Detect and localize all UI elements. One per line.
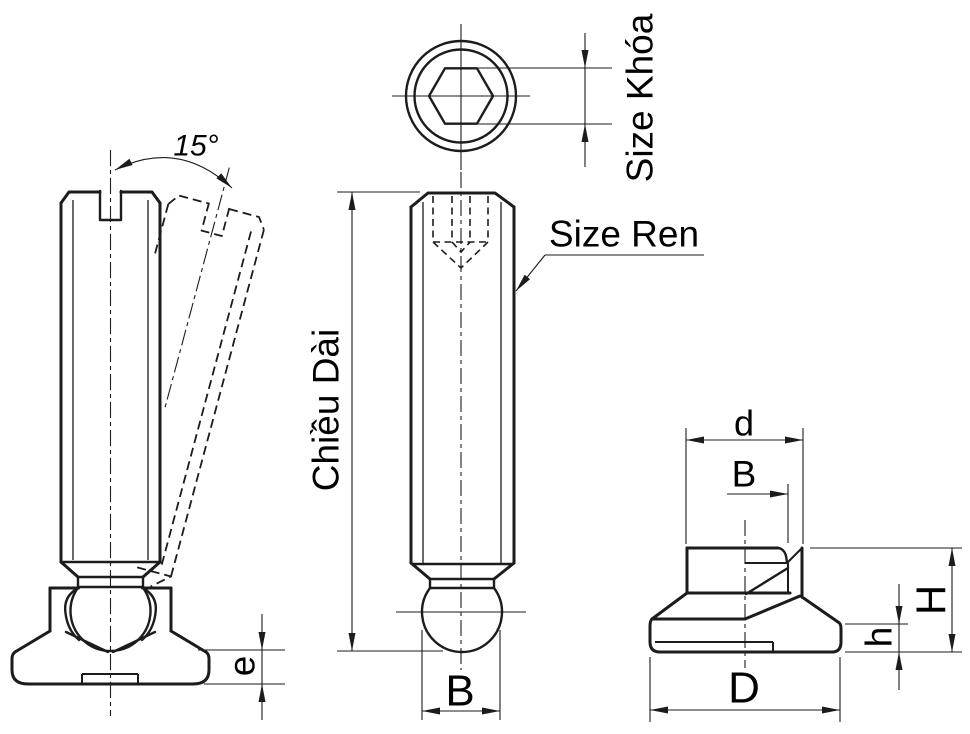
arrowhead-icon [948, 548, 956, 566]
screw-top-chamfer [59, 190, 162, 205]
chieu-dai-label: Chiều Dài [306, 329, 347, 491]
pad-b-label: B [732, 454, 757, 495]
arrowhead-icon [895, 606, 903, 624]
arrowhead-icon [422, 707, 440, 715]
hidden-hex-socket [432, 196, 489, 270]
socket-cone [64, 630, 157, 654]
ball-point [69, 585, 152, 653]
socket-lip-left [63, 586, 81, 642]
hex-socket-outline [427, 67, 495, 125]
arrowhead-icon [348, 192, 356, 210]
pad-base-outline [648, 617, 843, 654]
socket-cone-section [744, 566, 790, 596]
top-view-hex-socket: Size Khóa [392, 13, 661, 182]
arrowhead-icon [581, 124, 589, 142]
outer-circle [404, 39, 518, 153]
tilted-screw-centerline [164, 167, 230, 408]
tip-taper [59, 560, 162, 579]
break-notch-edge [786, 548, 802, 564]
arrowhead-icon [258, 684, 266, 702]
pad-height-label: H [908, 585, 955, 615]
tip-taper [409, 561, 516, 581]
break-notch [776, 546, 789, 565]
ball-b-label: B [445, 667, 474, 716]
arrowhead-icon [258, 632, 266, 650]
swivel-pad [10, 586, 211, 686]
arrowhead-icon [948, 634, 956, 652]
front-view-screw: Chiều Dài Size Ren B [306, 172, 704, 720]
arrowhead-icon [686, 436, 704, 444]
pad-detail-view: d B H h D [648, 403, 962, 722]
arrowhead-icon [785, 436, 803, 444]
arrowhead-icon [115, 158, 133, 170]
size-ren-label: Size Ren [549, 214, 699, 255]
arrowhead-icon [822, 706, 840, 714]
pad-base-outline [10, 650, 211, 686]
neck [428, 577, 496, 590]
pad-base-h-label: h [859, 627, 900, 648]
screwdriver-slot [98, 189, 123, 222]
angle-label: 15° [173, 130, 218, 163]
pad-d-label: d [734, 403, 754, 444]
pad-flare [650, 591, 840, 624]
cone-edge-section [743, 594, 802, 621]
ball-point [420, 586, 504, 654]
neck [76, 575, 145, 589]
tilted-screw-phantom [136, 194, 265, 588]
left-view-swivel: 15° e [10, 130, 285, 720]
arrowhead-icon [482, 707, 500, 715]
arrowhead-icon [650, 706, 668, 714]
pad-e-label: e [222, 656, 263, 677]
pad-flare [13, 629, 208, 654]
pad-base-groove [655, 641, 774, 652]
arrowhead-icon [770, 490, 788, 498]
arrowhead-icon [895, 652, 903, 670]
socket-lip-right [140, 586, 158, 642]
arrowhead-icon [581, 50, 589, 68]
screw-top-chamfer [409, 191, 516, 209]
size-khoa-label: Size Khóa [620, 13, 661, 182]
arrowhead-icon [216, 173, 232, 188]
arrowhead-icon [348, 633, 356, 651]
pad-base-groove [81, 673, 139, 684]
chamfer-circle [413, 48, 509, 144]
pad-base-D-label: D [728, 664, 760, 713]
arrowhead-icon [516, 274, 530, 291]
